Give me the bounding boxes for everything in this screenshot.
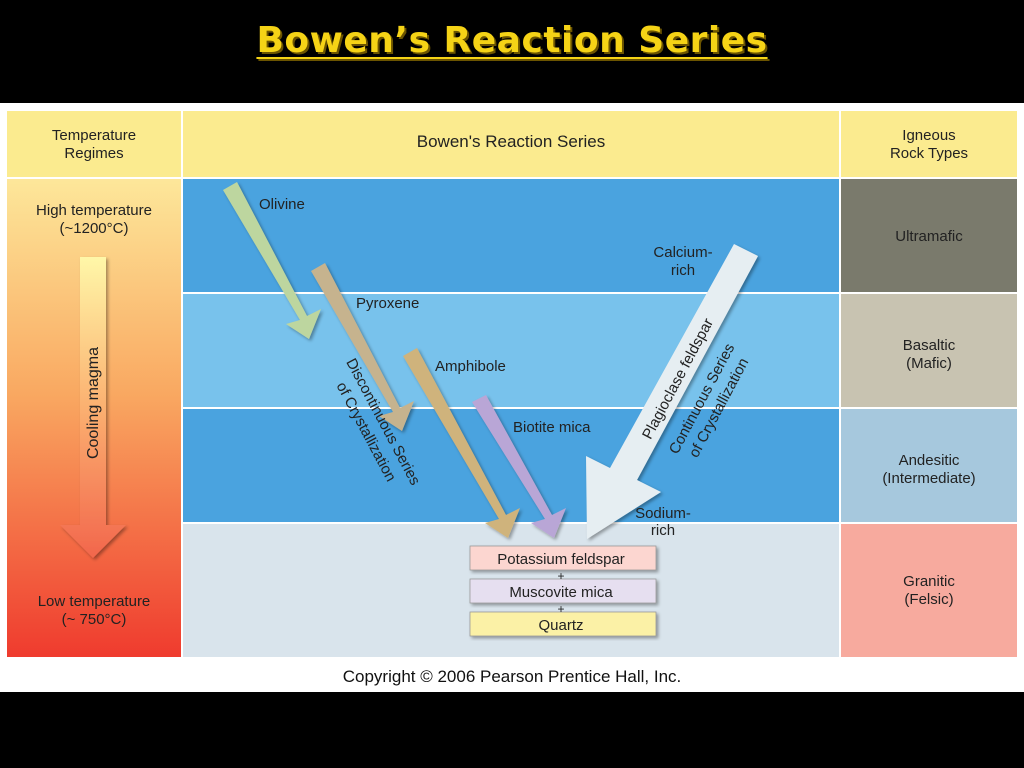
header-rock-types-line1: Igneous — [902, 127, 955, 144]
header-right-cell — [841, 111, 1017, 177]
biotite-mica-arrow — [472, 395, 566, 538]
potassium-feldspar-box — [469, 545, 657, 571]
rock-cell-ultramafic — [841, 179, 1017, 292]
copyright-notice: Copyright © 2006 Pearson Prentice Hall, … — [342, 667, 682, 686]
biotite-mica-label: Biotite mica — [513, 419, 591, 436]
low-temperature-label: Low temperature — [38, 593, 151, 610]
cooling-magma-label: Cooling magma — [85, 347, 102, 459]
header-middle-cell — [183, 111, 839, 177]
quartz-label: Quartz — [538, 617, 583, 634]
sodium-rich-label-line2: rich — [651, 522, 675, 539]
header-left-cell — [7, 111, 181, 177]
amphibole-arrow — [403, 348, 520, 538]
rock-label-felsic: (Felsic) — [904, 591, 953, 608]
plagioclase-feldspar-arrow — [586, 244, 758, 539]
olivine-arrow — [223, 182, 321, 339]
band-andesitic-zone — [183, 409, 839, 522]
rock-cell-andesitic — [841, 409, 1017, 522]
sodium-rich-label-line1: Sodium- — [635, 505, 691, 522]
calcium-rich-label-line1: Calcium- — [653, 244, 712, 261]
high-temperature-value: (~1200°C) — [60, 220, 129, 237]
quartz-box — [469, 611, 657, 637]
olivine-label: Olivine — [259, 196, 305, 213]
cooling-magma-arrow — [60, 257, 126, 558]
plus-sign-1: + — [557, 569, 564, 583]
plus-sign-2: + — [557, 602, 564, 616]
header-rock-types-line2: Rock Types — [890, 145, 968, 162]
header-temperature-regimes-line2: Regimes — [64, 145, 123, 162]
rock-label-intermediate: (Intermediate) — [882, 470, 975, 487]
header-bowen-series: Bowen's Reaction Series — [417, 132, 605, 151]
high-temperature-label: High temperature — [36, 202, 152, 219]
low-temperature-value: (~ 750°C) — [62, 611, 127, 628]
muscovite-mica-box — [469, 578, 657, 604]
band-basaltic-zone — [183, 294, 839, 407]
potassium-feldspar-label: Potassium feldspar — [497, 551, 625, 568]
rock-label-andesitic: Andesitic — [899, 452, 960, 469]
rock-cell-basaltic — [841, 294, 1017, 407]
rock-cell-granitic — [841, 524, 1017, 657]
rock-label-ultramafic: Ultramafic — [895, 228, 963, 245]
calcium-rich-label-line2: rich — [671, 262, 695, 279]
rock-label-granitic: Granitic — [903, 573, 955, 590]
header-temperature-regimes-line1: Temperature — [52, 127, 136, 144]
rock-label-mafic: (Mafic) — [906, 355, 952, 372]
pyroxene-arrow — [311, 263, 414, 431]
slide-title: Bowen’s Reaction Series — [256, 20, 768, 61]
rock-label-basaltic: Basaltic — [903, 337, 956, 354]
amphibole-label: Amphibole — [435, 358, 506, 375]
pyroxene-label: Pyroxene — [356, 295, 419, 312]
muscovite-mica-label: Muscovite mica — [509, 584, 613, 601]
